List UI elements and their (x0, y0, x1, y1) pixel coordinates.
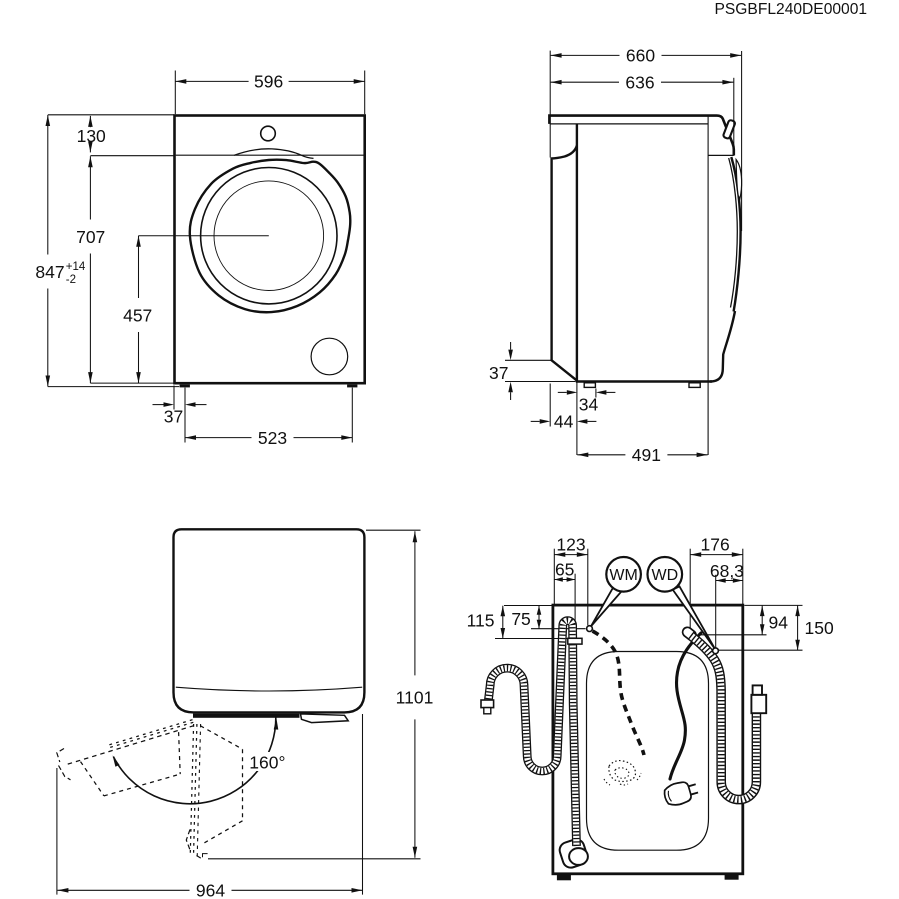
svg-text:707: 707 (76, 227, 105, 247)
svg-text:457: 457 (123, 305, 152, 325)
svg-text:65: 65 (555, 559, 574, 579)
svg-text:130: 130 (77, 126, 106, 146)
svg-text:37: 37 (489, 363, 508, 383)
svg-text:596: 596 (254, 72, 283, 92)
svg-text:150: 150 (805, 618, 834, 638)
svg-text:847: 847 (35, 262, 64, 282)
svg-text:-2: -2 (66, 274, 76, 286)
svg-text:WM: WM (609, 567, 637, 584)
svg-text:660: 660 (626, 46, 655, 66)
svg-text:636: 636 (625, 73, 654, 93)
svg-text:176: 176 (700, 535, 729, 555)
svg-text:523: 523 (258, 428, 287, 448)
svg-text:34: 34 (579, 394, 599, 414)
svg-text:WD: WD (651, 567, 678, 584)
svg-text:491: 491 (632, 445, 661, 465)
svg-text:94: 94 (769, 612, 789, 632)
svg-text:PSGBFL240DE00001: PSGBFL240DE00001 (715, 1, 868, 18)
svg-text:964: 964 (196, 881, 225, 899)
svg-text:123: 123 (556, 535, 585, 555)
svg-text:37: 37 (164, 407, 183, 427)
svg-text:1101: 1101 (396, 688, 434, 708)
svg-text:+14: +14 (66, 261, 86, 273)
svg-text:68,3: 68,3 (710, 561, 744, 581)
svg-text:160°: 160° (249, 753, 285, 773)
svg-text:115: 115 (467, 611, 495, 631)
svg-text:44: 44 (554, 412, 574, 432)
svg-text:75: 75 (511, 609, 530, 629)
